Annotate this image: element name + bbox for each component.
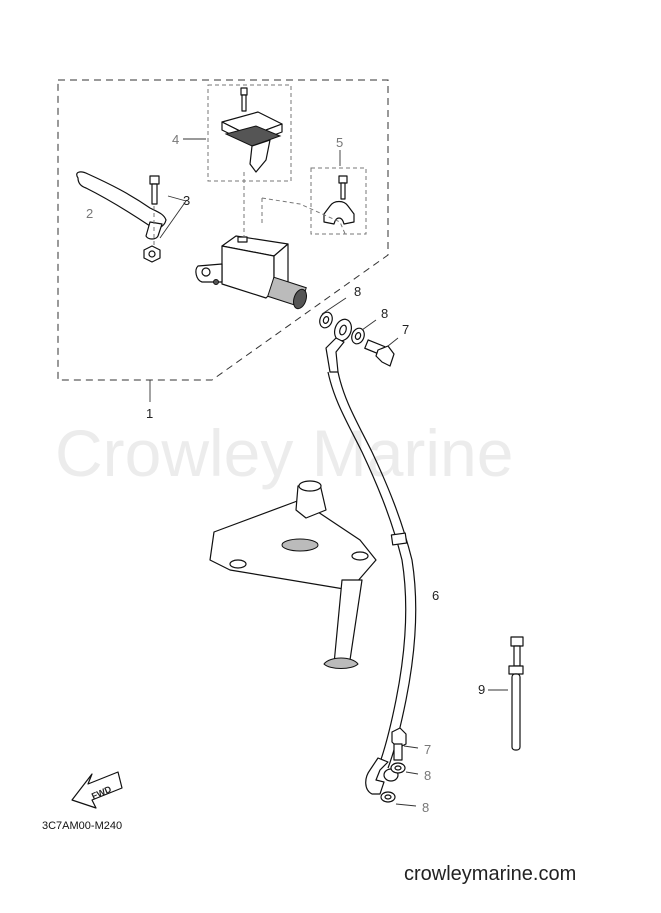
callout-2: 2 [86,206,93,221]
callout-7-lower: 7 [424,742,431,757]
washer-upper-1[interactable] [318,310,335,329]
callout-7-upper: 7 [402,322,409,337]
master-cylinder[interactable] [195,235,309,310]
callout-9: 9 [478,682,485,697]
union-bolt-upper[interactable] [364,339,395,367]
forward-arrow-icon: FWD [71,771,123,809]
washer-upper-2[interactable] [350,326,367,345]
handlebar-clamp[interactable] [323,175,355,225]
subassembly-boundary-4 [207,84,292,182]
steering-bracket [209,480,377,669]
callout-3: 3 [183,193,190,208]
callout-6: 6 [432,588,439,603]
brake-hose[interactable] [327,371,407,769]
washer-lower-2[interactable] [380,791,396,803]
callout-8-upper-1: 8 [354,284,361,299]
callout-4: 4 [172,132,179,147]
assembly-boundary [57,79,389,381]
diagram-code: 3C7AM00-M240 [42,820,122,832]
banjo-fitting-upper[interactable] [325,317,354,373]
union-bolt-lower[interactable] [391,727,407,761]
callout-8-upper-2: 8 [381,306,388,321]
subassembly-boundary-5 [310,167,367,235]
callout-5: 5 [336,135,343,150]
cable-tie[interactable] [508,636,524,751]
reservoir-cap-assembly[interactable] [221,87,283,173]
watermark-text: Crowley Marine [55,416,513,490]
callout-1: 1 [146,406,153,421]
lever-pivot-bolt[interactable] [149,175,160,205]
lever-nut[interactable] [143,245,161,263]
callout-8-lower-1: 8 [424,768,431,783]
callout-8-lower-2: 8 [422,800,429,815]
footer-url[interactable]: crowleymarine.com [404,863,576,885]
washer-lower-1[interactable] [390,762,406,774]
banjo-fitting-lower[interactable] [365,757,399,795]
